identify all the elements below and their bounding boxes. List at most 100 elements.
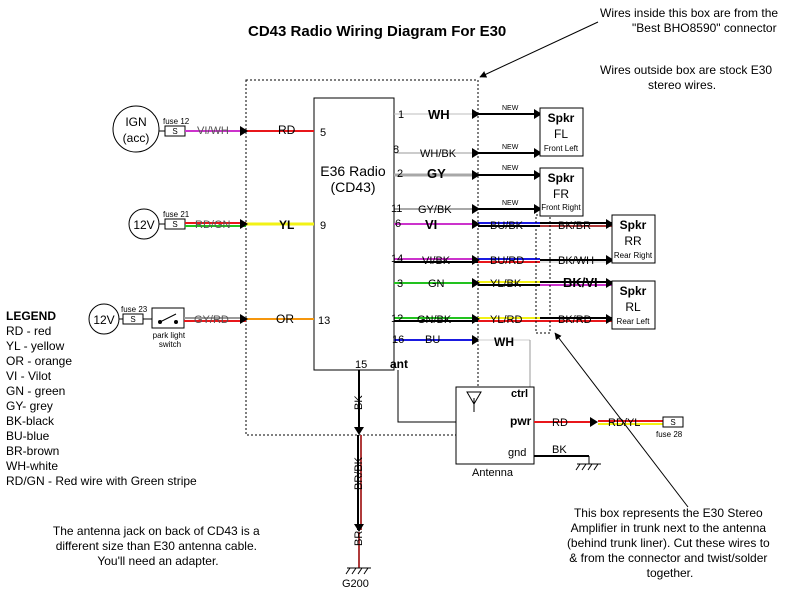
- wire-pin3-label3: BK/VI: [563, 275, 598, 290]
- ground-wire-br-label: BR: [353, 531, 365, 546]
- fuse-28-label: fuse 28: [656, 430, 683, 439]
- wire-pin2-label: GY: [427, 166, 446, 181]
- radio-pin-5: 5: [320, 127, 326, 139]
- radio-unit: [313, 97, 395, 371]
- new-tag-2: NEW: [502, 144, 519, 151]
- svg-text:Spkr: Spkr: [620, 284, 647, 298]
- svg-text:S: S: [670, 418, 675, 427]
- fuse-12-label: fuse 12: [163, 117, 190, 126]
- radio-name: E36 Radio: [320, 163, 386, 179]
- antenna-pwr-label: pwr: [510, 414, 532, 428]
- legend-items: RD - red YL - yellow OR - orange VI - Vi…: [6, 324, 197, 488]
- radio-pin-2: 2: [397, 168, 403, 180]
- antenna-name: Antenna: [472, 467, 514, 479]
- ign-source: [112, 105, 160, 153]
- antenna-pwr-wire-label: RD: [552, 417, 568, 429]
- wire-pin14-label2: BU/RD: [490, 255, 524, 267]
- wire-pin6-label2: BU/BK: [490, 220, 524, 232]
- wire-pin16-label: BU: [425, 334, 440, 346]
- fuse-21-label: fuse 21: [163, 210, 190, 219]
- ign-label: IGN: [125, 115, 146, 129]
- wire-ign-out-label: VI/WH: [197, 125, 229, 137]
- svg-text:FR: FR: [553, 187, 569, 201]
- amp-box: [535, 214, 551, 334]
- radio-pin-8: 8: [393, 144, 399, 156]
- speaker-fl: Spkr FL Front Left: [539, 107, 584, 157]
- wire-pin14-label3: BK/WH: [558, 255, 594, 267]
- svg-text:S: S: [130, 315, 135, 324]
- wire-pin6-label3: BK/BR: [558, 220, 591, 232]
- wire-pin11-label: GY/BK: [418, 204, 452, 216]
- wire-batt1-out-label: RD/GN: [195, 219, 231, 231]
- svg-text:S: S: [172, 220, 177, 229]
- radio-pin-14: 14: [391, 253, 403, 265]
- ign-sub-label: (acc): [123, 131, 150, 145]
- wire-batt2-out-label: GY/RD: [194, 314, 229, 326]
- batt2-label: 12V: [93, 313, 114, 327]
- svg-text:Spkr: Spkr: [620, 218, 647, 232]
- radio-pin-6: 6: [395, 218, 401, 230]
- svg-text:Spkr: Spkr: [548, 171, 575, 185]
- wire-ign-in-label: RD: [278, 123, 296, 137]
- amp-note-pointer-arrow: [554, 332, 689, 508]
- radio-pin-9: 9: [320, 220, 326, 232]
- wire-batt2-in-label: OR: [276, 312, 294, 326]
- ant-cable: [397, 370, 456, 423]
- radio-ant-label: ant: [390, 357, 408, 371]
- wire-pin8-label: WH/BK: [420, 148, 457, 160]
- radio-pin-11: 11: [391, 203, 402, 215]
- wire-pin6-label: VI: [425, 217, 437, 232]
- antenna-ctrl-label: ctrl: [511, 388, 528, 400]
- svg-text:Rear Left: Rear Left: [617, 317, 651, 326]
- antenna-gnd-label: gnd: [508, 447, 526, 459]
- svg-text:S: S: [172, 127, 177, 136]
- svg-text:Spkr: Spkr: [548, 111, 575, 125]
- batt1-label: 12V: [133, 218, 154, 232]
- wire-pin16-label2: WH: [494, 335, 514, 349]
- note-box-outside: Wires outside box are stock E30 stereo w…: [600, 63, 775, 92]
- radio-pin-16: 16: [392, 334, 404, 346]
- ground-wire-bk-label: BK: [353, 395, 365, 410]
- svg-text:FL: FL: [554, 127, 568, 141]
- speaker-fr: Spkr FR Front Right: [539, 167, 584, 217]
- svg-text:RL: RL: [625, 300, 641, 314]
- fuse-28: [662, 416, 684, 428]
- park-light-switch-label: park light switch: [153, 331, 188, 349]
- speaker-rl: Spkr RL Rear Left: [611, 280, 656, 330]
- connector-box: [245, 79, 479, 436]
- radio-pin-13: 13: [318, 315, 330, 327]
- wire-pin12-label: GN/BK: [417, 314, 452, 326]
- antenna-gnd-wire-label: BK: [552, 444, 567, 456]
- fuse-23-label: fuse 23: [121, 305, 148, 314]
- radio-model: (CD43): [330, 179, 375, 195]
- wire-pin12-label3: BK/RD: [558, 314, 592, 326]
- svg-text:RR: RR: [624, 234, 642, 248]
- antenna-icon: [466, 391, 482, 405]
- ground-wire-brbk-label: BR/BK: [353, 456, 365, 490]
- svg-text:Front Left: Front Left: [544, 144, 579, 153]
- wire-batt1-in-label: YL: [279, 218, 294, 232]
- radio-pin-15: 15: [355, 359, 367, 371]
- legend-heading: LEGEND: [6, 309, 56, 323]
- radio-pin-12: 12: [391, 313, 403, 325]
- antenna-unit: [455, 386, 535, 465]
- note-antenna-jack: The antenna jack on back of CD43 is a di…: [53, 524, 263, 568]
- new-tag-1: NEW: [502, 105, 519, 112]
- note-pointer-arrow: [479, 21, 599, 78]
- wire-pin3-label: GN: [428, 278, 445, 290]
- wire-pin1-label: WH: [428, 107, 450, 122]
- diagram-title: CD43 Radio Wiring Diagram For E30: [248, 23, 506, 40]
- radio-pin-1: 1: [398, 109, 404, 121]
- wire-pin3-label2: YL/BK: [490, 278, 522, 290]
- new-tag-4: NEW: [502, 200, 519, 207]
- ground-g200-label: G200: [342, 578, 369, 590]
- wire-pin14-label: VI/BK: [422, 255, 451, 267]
- note-amp-box: This box represents the E30 Stereo Ampli…: [567, 506, 773, 580]
- svg-text:Rear Right: Rear Right: [614, 251, 653, 260]
- wire-pin12-label2: YL/RD: [490, 314, 522, 326]
- svg-text:Front Right: Front Right: [541, 203, 581, 212]
- note-box-inside: Wires inside this box are from the "Best…: [600, 6, 781, 35]
- speaker-rr: Spkr RR Rear Right: [611, 214, 656, 264]
- radio-pin-3: 3: [397, 278, 403, 290]
